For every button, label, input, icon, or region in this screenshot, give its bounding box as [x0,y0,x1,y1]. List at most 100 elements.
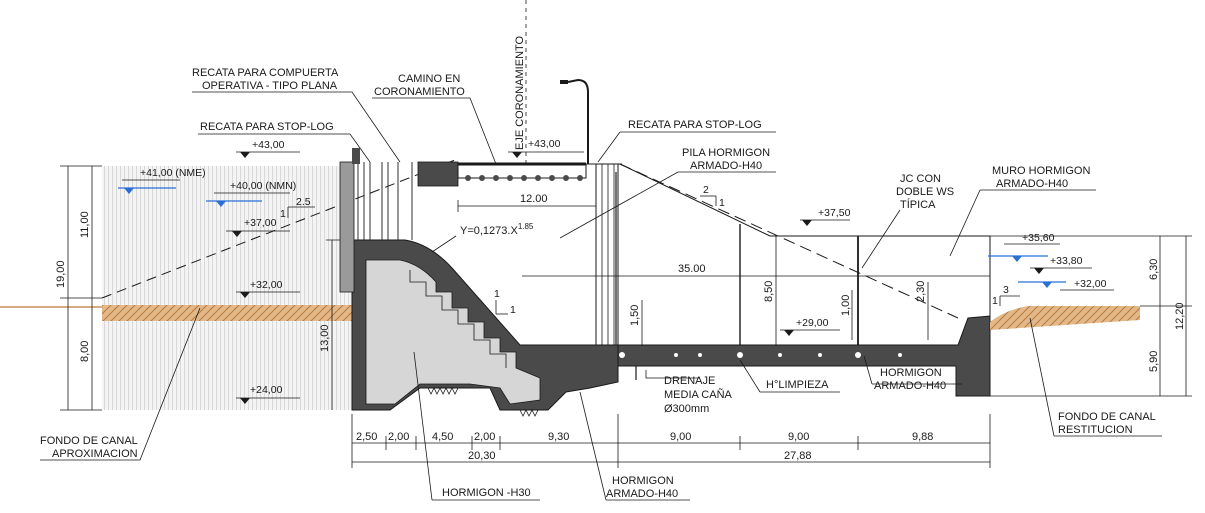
elevation-43-top: +43,00 [508,138,584,158]
svg-text:3: 3 [1003,284,1009,296]
lamp-post [567,78,589,164]
svg-text:+32,00: +32,00 [250,279,283,291]
dim-8-label: 8,00 [79,341,91,362]
label-jc-3: TÍPICA [900,198,936,211]
elevation-43-left: +43,00 [236,139,300,158]
svg-text:+32,00: +32,00 [1074,278,1107,290]
dim-11-label: 11,00 [79,211,91,238]
gate-block-left [339,161,355,293]
svg-text:1: 1 [510,304,516,316]
svg-text:+40,00 (NMN): +40,00 (NMN) [230,180,296,192]
dim-1-5-label: 1,50 [629,305,641,326]
label-equation: Y=0,1273.X1.85 [460,222,534,237]
label-limpieza: H°LIMPIEZA [766,379,829,391]
label-jc-2: DOBLE WS [896,186,954,198]
label-camino-1: CAMINO EN [398,73,460,85]
svg-text:2.5: 2.5 [296,196,311,208]
dim-b-4-5: 4,50 [432,431,453,443]
crest-block [417,161,459,187]
svg-text:+29,00: +29,00 [796,317,829,329]
dim-5-9-label: 5,90 [1148,351,1160,372]
dim-b-9-88: 9,88 [912,431,933,443]
label-drenaje-2: MEDIA CAÑA [664,388,733,401]
dim-12-line [457,200,600,212]
label-horm-bottom-1: HORMIGON [612,475,674,487]
stoplog-block [352,148,360,164]
dim-total-20-3: 20,30 [468,450,496,462]
downstream-top-wall [619,163,771,237]
crest-road [457,162,587,179]
dim-b-9-3: 9,30 [548,431,569,443]
svg-text:1: 1 [280,208,286,220]
dim-12-2-label: 12,20 [1174,302,1186,330]
water-level-nme: +41,00 (NME) [118,167,206,194]
label-fondo-aprox-2: APROXIMACION [52,448,138,460]
anchor-ticks-left [427,387,539,417]
svg-text:+43,00: +43,00 [528,138,561,150]
ogee-concrete-inner [365,259,541,405]
dim-35-label: 35.00 [678,263,706,275]
slope-right-note: 3 1 [992,284,1020,307]
gate-slots [357,162,413,240]
label-horm-arm-1: HORMIGON [880,367,942,379]
dim-b-2-5: 2,50 [356,431,377,443]
elevation-37-5: +37,50 [800,207,851,226]
svg-text:1: 1 [719,197,725,209]
label-fondo-rest-2: RESTITUCION [1058,424,1133,436]
label-camino-2: CORONAMIENTO [374,86,465,98]
elevation-29: +29,00 [780,317,840,336]
dim-total-27-88: 27,88 [784,450,812,462]
equation-exponent: 1.85 [518,222,534,231]
label-drenaje-3: Ø300mm [664,403,709,415]
dim-8-5-label: 8,50 [763,281,775,302]
water-level-nmn: +40,00 (NMN) [206,180,296,207]
svg-text:1: 1 [992,295,998,307]
dim-6-3-label: 6,30 [1148,259,1160,280]
svg-text:+37,50: +37,50 [818,207,851,219]
label-horm-arm-2: ARMADO-H40 [874,380,946,392]
eje-label: EJE CORONAMIENTO [514,35,526,150]
dim-13-label: 13,00 [319,324,331,352]
svg-text:+41,00 (NME): +41,00 (NME) [140,167,206,179]
label-horm-h30: HORMIGON -H30 [442,487,531,499]
right-dimension-chain [990,235,1192,397]
dim-b-2-0a: 2,00 [388,431,409,443]
dim-1-label: 1,00 [840,295,852,316]
label-horm-bottom-2: ARMADO-H40 [606,488,678,500]
svg-text:+35,60: +35,60 [1022,232,1055,244]
bottom-dimension-lines [351,414,991,468]
apron-drains [619,352,902,358]
slope-upstream-note: 2.5 1 [280,196,315,220]
dim-b-9-0a: 9,00 [670,431,691,443]
dim-2-3-label: 2,30 [915,281,927,302]
crest-road-beams [465,175,583,181]
label-stoplog-down: RECATA PARA STOP-LOG [628,119,762,131]
upstream-reservoir-hatch [102,166,352,410]
elevation-24: +24,00 [236,384,300,404]
elevation-32-left: +32,00 [236,279,300,298]
slope-down-note: 2 1 [700,184,725,209]
svg-text:+33,80: +33,80 [1050,255,1083,267]
label-fondo-aprox-1: FONDO DE CANAL [40,435,138,447]
leader-lines [40,91,1162,501]
downstream-slope-dashed [619,163,959,319]
label-pila-1: PILA HORMIGON [682,147,770,159]
svg-text:+43,00: +43,00 [252,139,285,151]
water-level-32-right: +32,00 [1018,278,1114,291]
equation-base: Y=0,1273.X [460,225,518,237]
lamp-head [560,80,568,84]
stepped-core-lines [409,270,507,368]
label-muro-2: ARMADO-H40 [996,178,1068,190]
left-dimension-chain [60,165,102,411]
dim-b-2-0b: 2,00 [474,431,495,443]
label-compuerta-1: RECATA PARA COMPUERTA [192,67,339,79]
label-jc-1: JC CON [900,173,941,185]
svg-text:+24,00: +24,00 [250,384,283,396]
slope-steps-note: 1 1 [494,288,516,316]
elevation-37: +37,00 [226,217,290,237]
dim-19-label: 19,00 [55,260,67,288]
label-drenaje-1: DRENAJE [664,375,715,387]
svg-text:+37,00: +37,00 [244,217,277,229]
water-level-35-6: +35,60 [988,232,1060,262]
